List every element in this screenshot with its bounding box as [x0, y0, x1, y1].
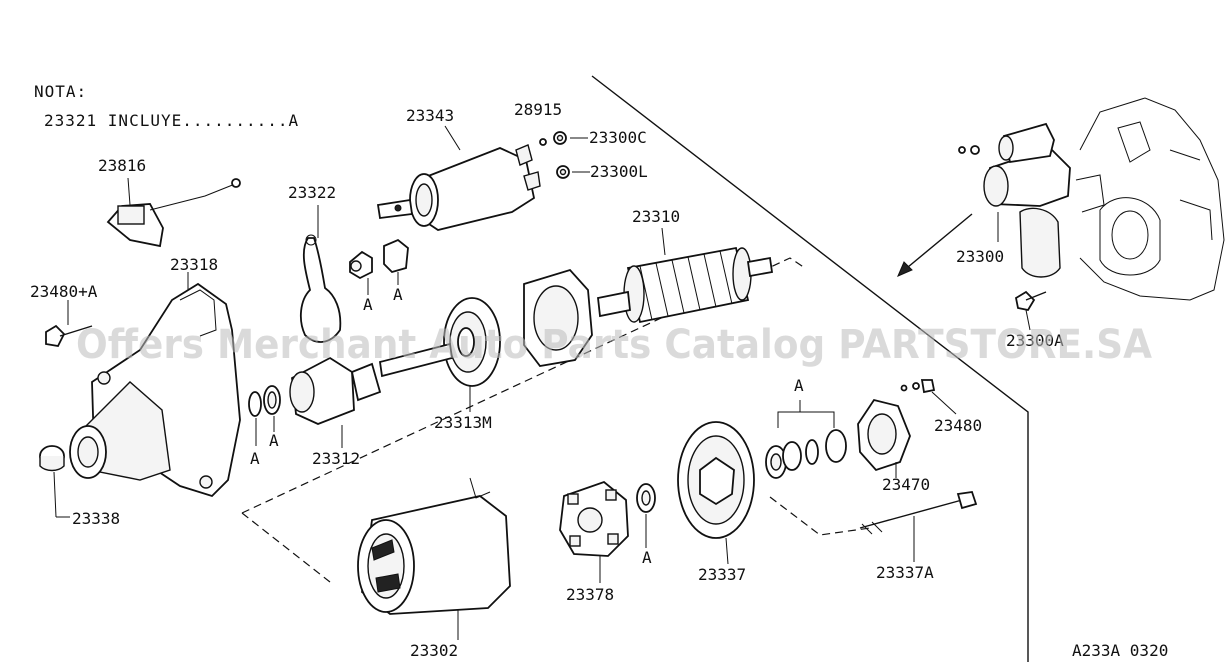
label-23480: 23480 [934, 416, 982, 435]
label-23337: 23337 [698, 565, 746, 584]
part-23310-armature [597, 227, 774, 324]
part-23322-shift-lever [299, 205, 342, 343]
part-23816-bracket [106, 177, 241, 248]
label-23302: 23302 [410, 641, 458, 660]
part-23343-solenoid [376, 125, 541, 231]
label-a-clip: A [393, 285, 403, 304]
label-a-group: A [794, 376, 804, 395]
label-23470: 23470 [882, 475, 930, 494]
part-23470-bearing-cover [857, 398, 911, 478]
part-23480a-bolt [45, 300, 93, 347]
part-23378-brush-holder [559, 480, 629, 583]
label-23322: 23322 [288, 183, 336, 202]
part-a-rings-left [248, 385, 281, 446]
part-23313m-gear-housing [378, 297, 501, 412]
label-23816: 23816 [98, 156, 146, 175]
label-23300c: 23300C [589, 128, 647, 147]
part-23337a-through-bolt [859, 491, 978, 562]
label-23312: 23312 [312, 449, 360, 468]
note-text: 23321 INCLUYE..........A [44, 111, 299, 130]
part-23480-screws [900, 379, 957, 415]
part-a-bushings-top [349, 238, 409, 295]
label-23338: 23338 [72, 509, 120, 528]
label-23480a: 23480+A [30, 282, 98, 301]
label-a-ring1: A [250, 449, 260, 468]
label-23300: 23300 [956, 247, 1004, 266]
label-23313m: 23313M [434, 413, 492, 432]
label-23318: 23318 [170, 255, 218, 274]
label-a-bushing: A [363, 295, 373, 314]
label-28915: 28915 [514, 100, 562, 119]
watermark: Offers Merchant Auto Parts Catalog PARTS… [76, 322, 1152, 368]
note-title: NOTA: [34, 82, 87, 101]
label-a-washer: A [642, 548, 652, 567]
label-23343: 23343 [406, 106, 454, 125]
diagram-code: A233A 0320 [1072, 641, 1168, 660]
part-23300-assembled-starter [897, 122, 1071, 278]
label-23300l: 23300L [590, 162, 648, 181]
part-23312-pinion [289, 356, 382, 448]
label-23300a: 23300A [1006, 331, 1064, 350]
engine-block-sketch [1075, 97, 1225, 301]
label-23310: 23310 [632, 207, 680, 226]
part-23302-yoke [357, 477, 511, 640]
part-end-plate [523, 268, 593, 367]
label-a-ring2: A [269, 431, 279, 450]
part-23300a-bolt [1014, 290, 1047, 331]
part-23337-rear-cover [677, 421, 755, 565]
label-23378: 23378 [566, 585, 614, 604]
part-a-washer-brush [636, 483, 656, 548]
label-23337a: 23337A [876, 563, 934, 582]
part-23318-front-housing [69, 272, 241, 498]
boundary-lines [241, 75, 1029, 662]
part-a-washers-right [765, 400, 847, 479]
part-23338-cap [39, 445, 70, 518]
part-nuts-top [539, 131, 590, 179]
